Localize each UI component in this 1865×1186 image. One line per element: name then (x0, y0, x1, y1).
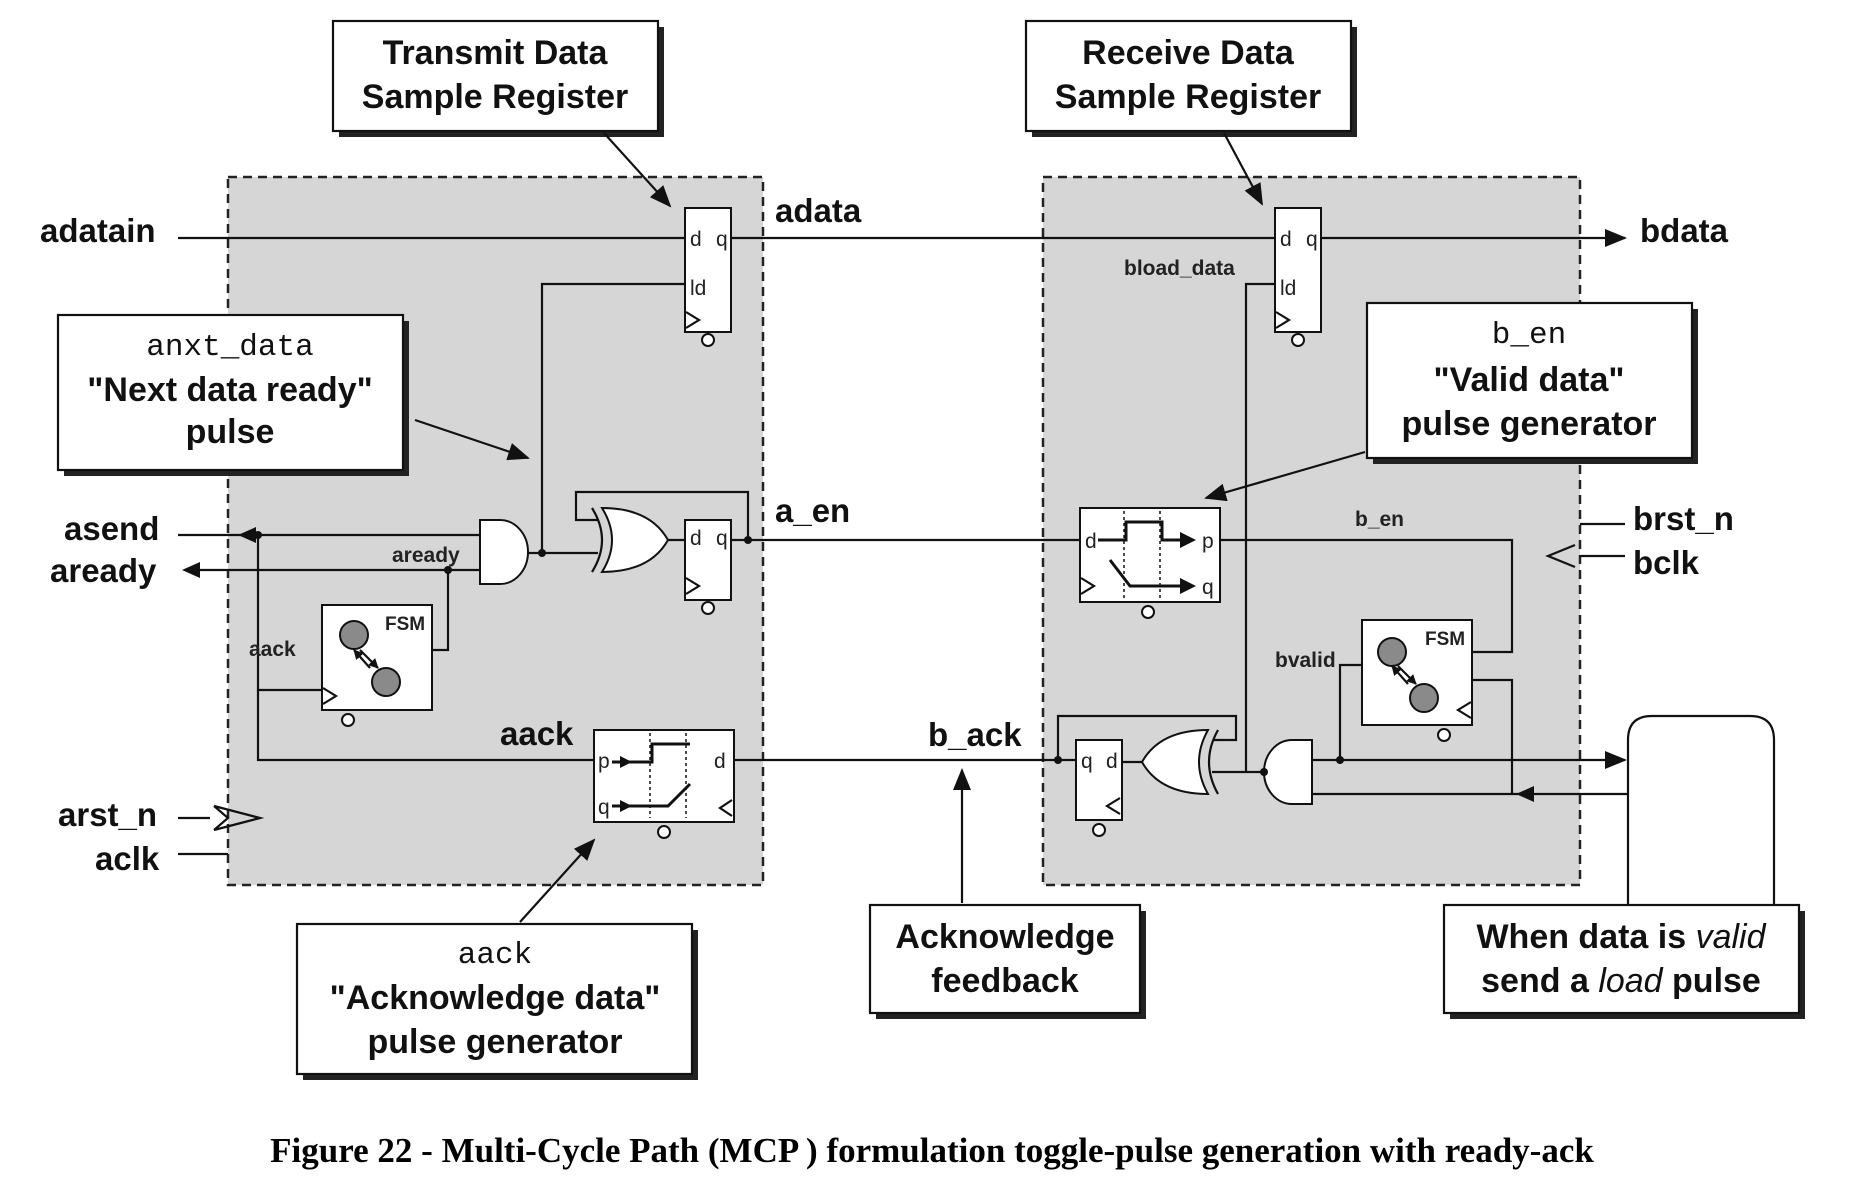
aack-feedback-wire (256, 690, 594, 762)
transmit-and-gate (479, 519, 529, 585)
pin-q: q (1081, 750, 1093, 773)
bvalid-int-label: bvalid (1275, 649, 1336, 672)
aready-out-label: aready (50, 552, 157, 589)
bclk-label: bclk (1633, 544, 1700, 581)
callout-line: pulse generator (1401, 405, 1656, 443)
transmit-clock-reset (178, 804, 265, 856)
pin-p: p (1202, 530, 1214, 553)
callout-code: b_en (1492, 318, 1566, 353)
receive-fsm: FSM (1361, 619, 1473, 742)
pin-d: d (690, 228, 702, 251)
callout-valid-line2: send a load pulse (1481, 962, 1761, 1000)
callout-line: Sample Register (362, 78, 628, 116)
pin-d: d (690, 527, 702, 550)
aack-pulse-generator: p q d (593, 729, 735, 839)
callout-b-en: b_en "Valid data" pulse generator (1365, 301, 1698, 464)
a-en-label: a_en (775, 492, 850, 529)
fsm-label: FSM (385, 614, 425, 635)
b-en-wire (1220, 538, 1514, 654)
adatain-label: adatain (40, 212, 156, 249)
callout-code: aack (458, 938, 532, 973)
pin-q: q (598, 796, 610, 819)
aack-pulse-label: aack (500, 715, 574, 752)
receive-and-gate (1263, 739, 1313, 805)
transmit-data-register: d q ld (684, 207, 732, 347)
callout-line: Receive Data (1082, 34, 1295, 72)
callout-line: feedback (931, 962, 1078, 1000)
aready-int-label: aready (392, 544, 460, 567)
asend-label: asend (64, 510, 159, 547)
b-en-label: b_en (1355, 508, 1404, 531)
callout-aack: aack "Acknowledge data" pulse generator (295, 922, 698, 1080)
b-en-pulse-generator: d p q (1079, 507, 1221, 619)
b-ack-flop: q d (1075, 739, 1123, 837)
receive-xor-gate (1140, 728, 1219, 796)
b-ack-label: b_ack (928, 716, 1022, 753)
pin-q: q (716, 527, 728, 550)
transmit-fsm: FSM (321, 604, 433, 727)
pin-d: d (1085, 530, 1097, 553)
pin-q: q (716, 228, 728, 251)
aack-fsm-label: aack (249, 638, 296, 661)
callout-anxt-data: anxt_data "Next data ready" pulse (56, 313, 409, 476)
callout-code: anxt_data (146, 330, 313, 365)
a-en-flop: d q (684, 519, 732, 615)
callout-line: pulse (186, 413, 275, 451)
arst-n-label: arst_n (58, 796, 157, 833)
figure-caption: Figure 22 - Multi-Cycle Path (MCP ) form… (270, 1131, 1594, 1170)
callout-line: pulse generator (367, 1023, 622, 1061)
callout-line: Sample Register (1055, 78, 1321, 116)
pin-q: q (1202, 576, 1214, 599)
transmit-xor-gate (591, 506, 670, 574)
adata-label: adata (775, 192, 862, 229)
callout-line: "Next data ready" (87, 371, 372, 409)
pin-ld: ld (1280, 277, 1296, 300)
callout-valid-load: When data is valid send a load pulse (1442, 714, 1805, 1019)
bload-data-wire (1244, 282, 1275, 760)
callout-ack-feedback: Acknowledge feedback (868, 903, 1146, 1019)
callout-line: Transmit Data (383, 34, 609, 72)
callout-line: "Valid data" (1434, 361, 1625, 399)
pin-d: d (1106, 750, 1118, 773)
pin-q: q (1306, 228, 1318, 251)
callout-transmit-register: Transmit Data Sample Register (331, 19, 664, 137)
fsm-label: FSM (1425, 629, 1465, 650)
pin-ld: ld (690, 277, 706, 300)
callout-line: Acknowledge (895, 918, 1114, 956)
brst-n-label: brst_n (1633, 500, 1734, 537)
pin-d: d (1280, 228, 1292, 251)
receive-clock-reset (1545, 522, 1625, 569)
pin-d: d (714, 750, 726, 773)
callout-valid-line1: When data is valid (1476, 918, 1766, 956)
callout-line: "Acknowledge data" (330, 979, 661, 1017)
bload-data-label: bload_data (1124, 257, 1235, 280)
aclk-label: aclk (95, 840, 160, 877)
anxt-data-wire (540, 282, 685, 553)
pin-p: p (598, 750, 610, 773)
callout-receive-register: Receive Data Sample Register (1024, 19, 1357, 137)
bdata-label: bdata (1640, 212, 1729, 249)
receive-data-register: d q ld (1274, 207, 1322, 347)
